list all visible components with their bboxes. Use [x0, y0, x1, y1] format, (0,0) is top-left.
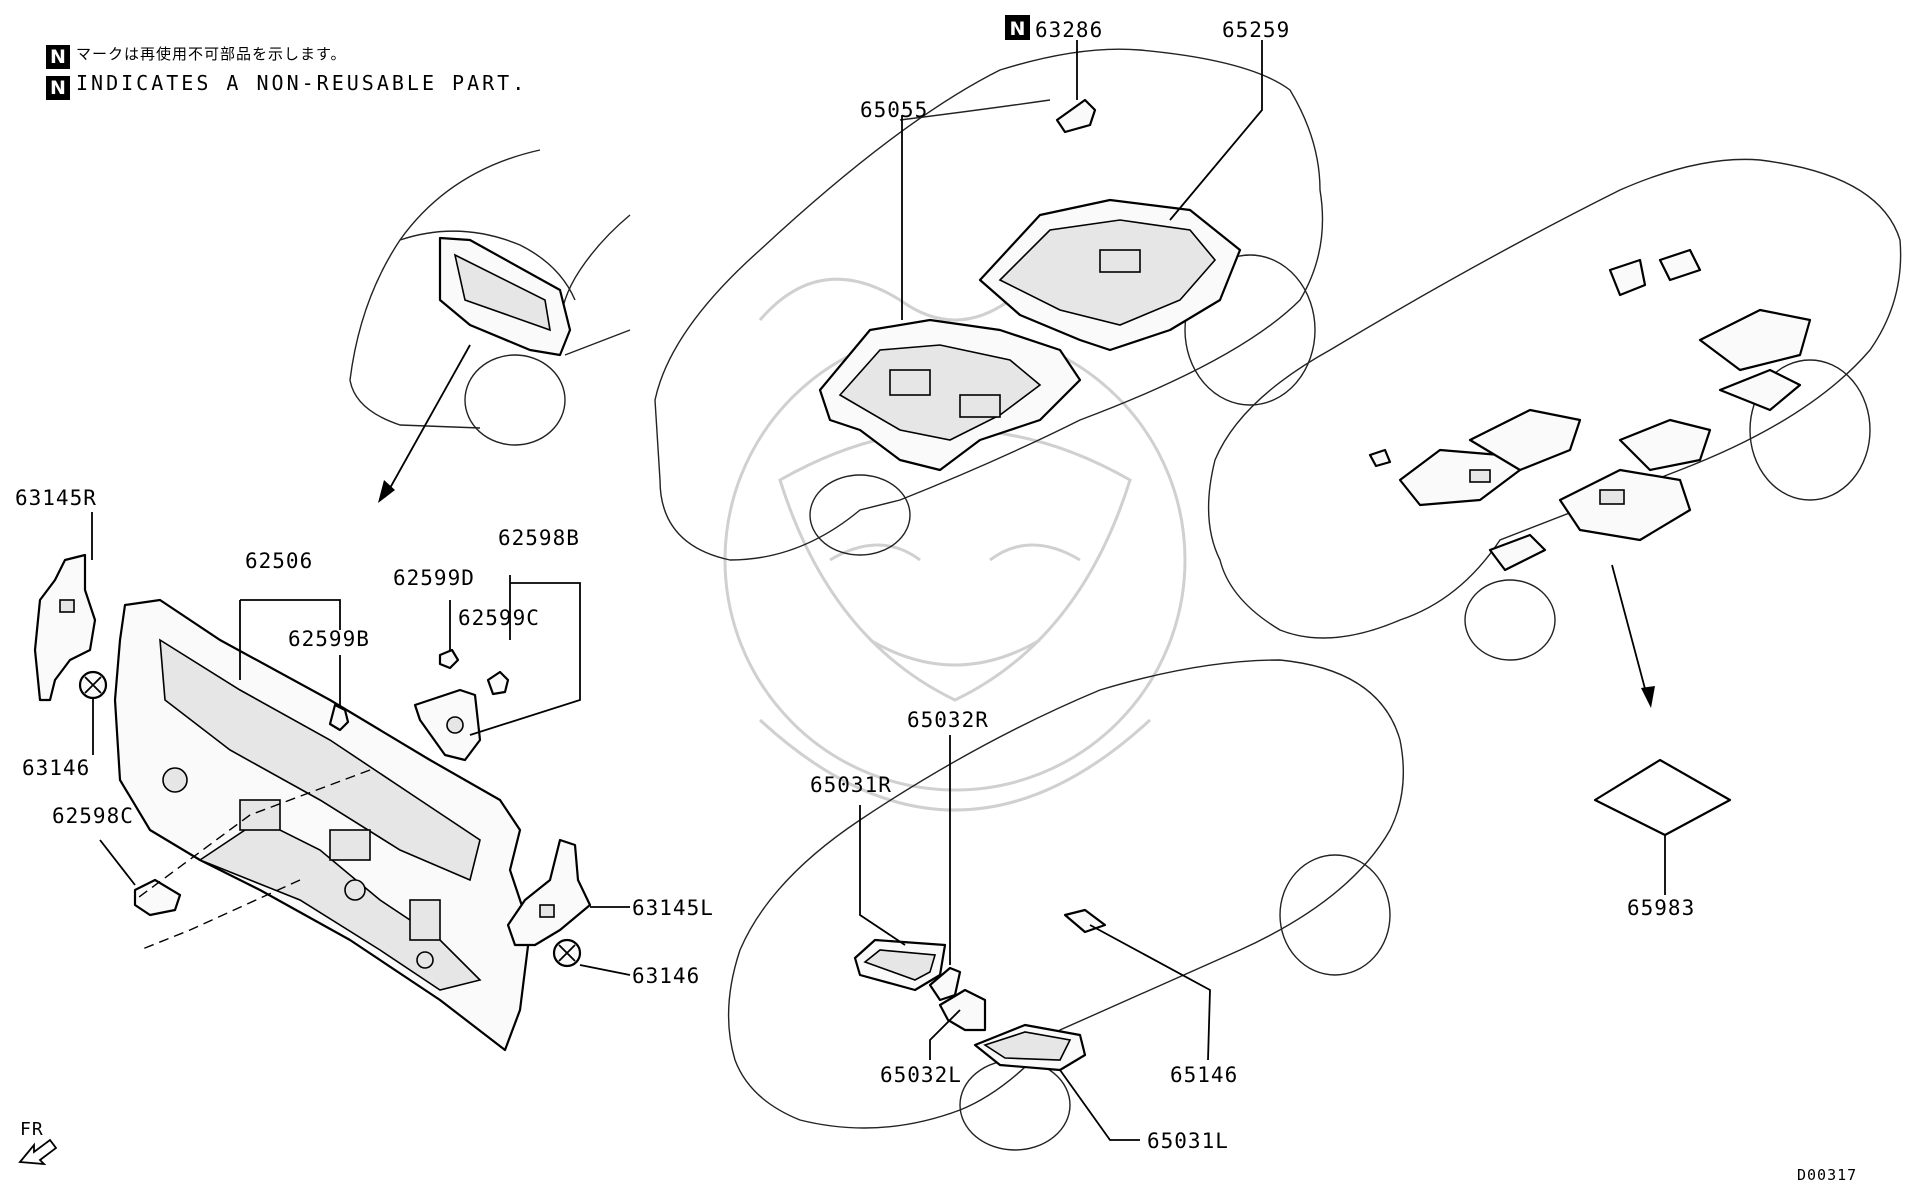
clip-62599c	[486, 670, 510, 696]
label-62599d: 62599D	[393, 566, 475, 590]
clip-62599b	[328, 703, 350, 732]
floor-carpet-65055	[818, 318, 1082, 472]
zoom-arrow-line-2	[1611, 564, 1649, 701]
label-65031r: 65031R	[810, 773, 892, 797]
label-62599b: 62599B	[288, 627, 370, 651]
label-65032l: 65032L	[880, 1063, 962, 1087]
zoom-arrow-head-2	[1641, 686, 1655, 708]
label-62506: 62506	[245, 549, 313, 573]
strip-65146	[1063, 908, 1107, 934]
zoom-arrow-line	[384, 344, 471, 498]
non-reusable-badge: N	[46, 76, 70, 100]
label-62598b: 62598B	[498, 526, 580, 550]
leader-62506	[239, 599, 341, 680]
label-63286: 63286	[1035, 18, 1103, 42]
label-65146: 65146	[1170, 1063, 1238, 1087]
dash-guide-1	[134, 769, 371, 901]
bracket-63145r	[33, 553, 97, 702]
nut-62599d	[438, 648, 460, 670]
label-63146-right: 63146	[632, 964, 700, 988]
legend-line-ja: N マークは再使用不可部品を示します。	[46, 40, 347, 69]
sheet-65983	[1593, 758, 1732, 837]
non-reusable-badge: N	[1010, 18, 1026, 40]
grommet-63146-left	[78, 670, 108, 700]
leader-62598c	[99, 839, 136, 886]
leader-65146	[1089, 924, 1211, 1061]
leader-65259	[1169, 40, 1263, 221]
label-65055: 65055	[860, 98, 928, 122]
leader-65031r	[859, 805, 906, 946]
zoom-arrow-head	[378, 480, 395, 503]
label-65983: 65983	[1627, 896, 1695, 920]
car-bottom-outline	[727, 659, 1404, 1151]
leader-65032l	[929, 1009, 961, 1060]
dash-panel-62506	[113, 598, 532, 1052]
pad-63286	[1055, 98, 1097, 134]
pad-65031l	[973, 1023, 1087, 1072]
drawing-code: D00317	[1797, 1166, 1857, 1184]
non-reusable-badge: N	[46, 45, 70, 69]
label-63146-left: 63146	[22, 756, 90, 780]
label-62598c: 62598C	[52, 804, 134, 828]
label-65259: 65259	[1222, 18, 1290, 42]
bracket-62598b	[413, 688, 482, 762]
label-65031l: 65031L	[1147, 1129, 1229, 1153]
label-65032r: 65032R	[907, 708, 989, 732]
dash-panel-on-car	[438, 236, 572, 357]
legend-note-ja: マークは再使用不可部品を示します。	[76, 45, 347, 63]
car-right-outline	[1207, 158, 1902, 661]
non-reusable-marker-63286: N	[1005, 15, 1030, 40]
leader-63146-right	[579, 964, 631, 976]
label-63145r: 63145R	[15, 486, 97, 510]
dash-guide-2	[139, 879, 301, 951]
floor-carpet-65259	[978, 198, 1242, 352]
bracket-63145l	[506, 838, 592, 947]
label-62599c: 62599C	[458, 606, 540, 630]
underfloor-silencers	[1368, 248, 1812, 572]
fr-label: FR	[20, 1119, 44, 1140]
car-middle-outline	[654, 48, 1324, 561]
grommet-63146-right	[552, 938, 582, 968]
pad-65032r	[928, 966, 962, 1002]
leader-65031l	[1059, 1069, 1140, 1141]
bracket-62598c	[133, 878, 182, 917]
leader-62598b	[469, 575, 581, 736]
front-direction-arrow	[18, 1138, 58, 1166]
label-63145l: 63145L	[632, 896, 714, 920]
pad-65031r	[853, 938, 947, 992]
legend-note-en: INDICATES A NON-REUSABLE PART.	[76, 71, 528, 95]
